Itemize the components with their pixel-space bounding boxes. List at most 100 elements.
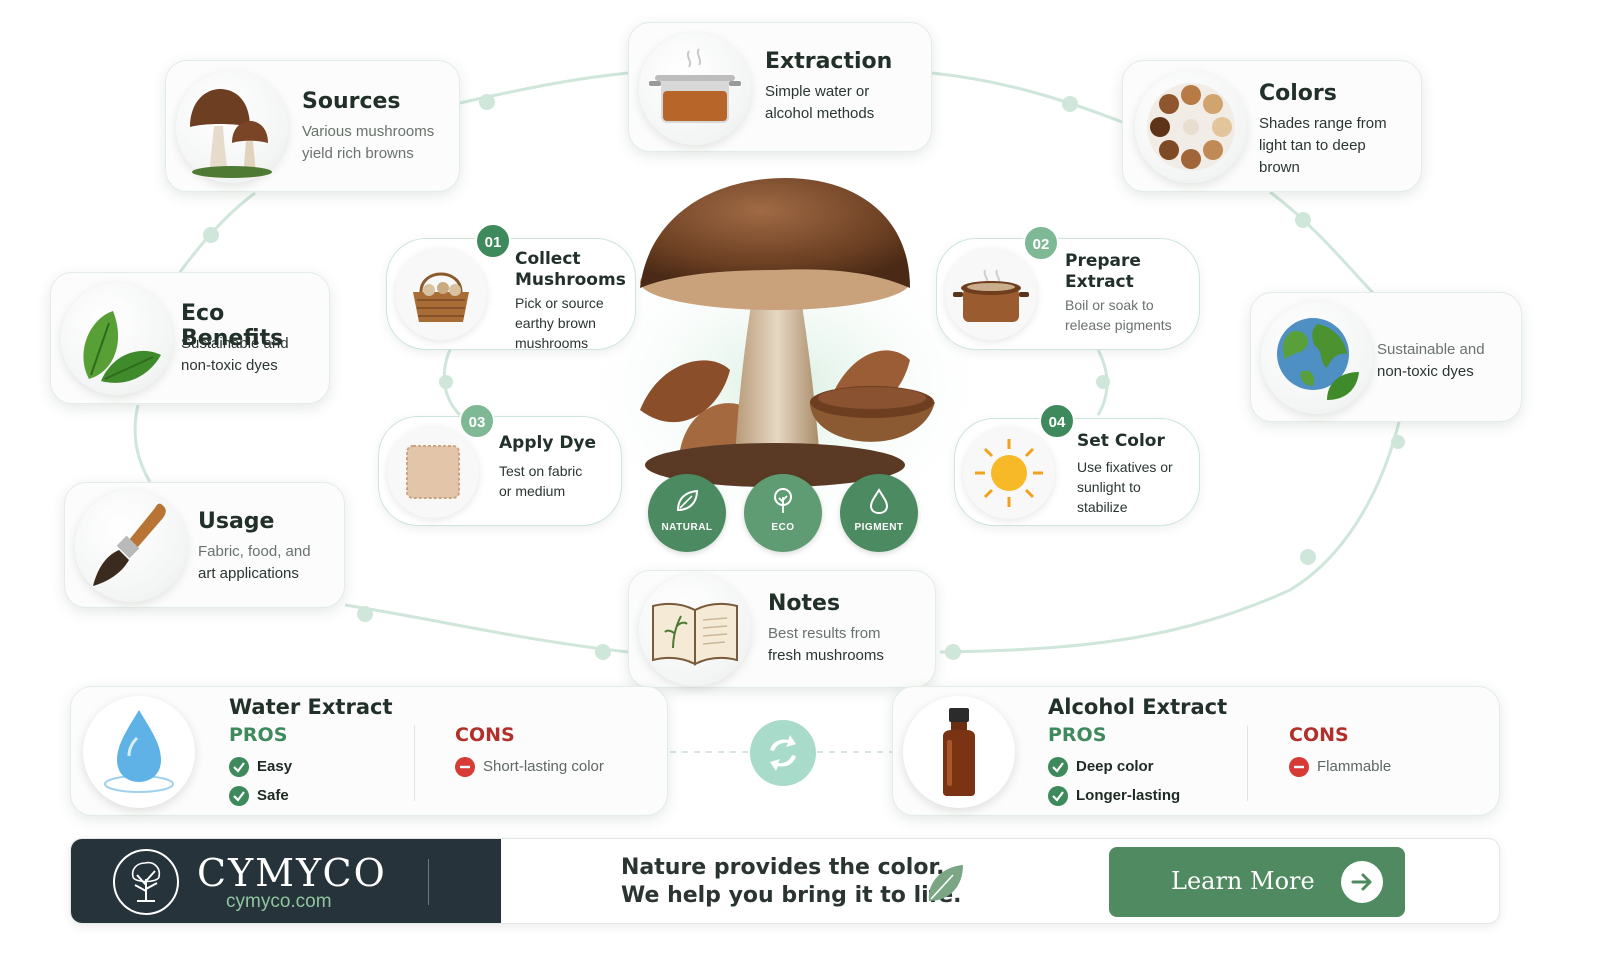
paintbrush-icon xyxy=(93,503,166,586)
step-2-title-line: Prepare xyxy=(1065,251,1141,271)
step-2-badge: 02 xyxy=(1023,225,1059,261)
eco-benefits-card: Eco Benefits Sustainable and non-toxic d… xyxy=(50,272,330,404)
sustainable-desc-line: Sustainable and xyxy=(1377,341,1485,358)
step-apply-dye: 03 Apply Dye Test on fabric or medium xyxy=(378,403,622,526)
eco-pill-label: ECO xyxy=(771,522,795,533)
step-4-desc: Use fixatives or sunlight to stabilize xyxy=(1077,457,1173,517)
footer-banner: CYMYCO cymyco.com Nature provides the co… xyxy=(70,838,1500,924)
alcohol-pro-item: Longer-lasting xyxy=(1048,785,1180,807)
alcohol-extract-title: Alcohol Extract xyxy=(1048,695,1228,719)
pigment-pill: PIGMENT xyxy=(840,474,918,552)
sources-disc xyxy=(176,71,288,183)
extraction-title: Extraction xyxy=(765,49,893,74)
eco-benefits-desc-line: non-toxic dyes xyxy=(181,357,278,374)
step-1-desc-line: mushrooms xyxy=(515,335,589,351)
water-drop-icon xyxy=(104,710,174,793)
extraction-desc: Simple water or alcohol methods xyxy=(765,81,874,125)
water-cons-label: CONS xyxy=(455,724,515,746)
step-collect-mushrooms: 01 Collect Mushrooms Pick or source eart… xyxy=(386,223,636,353)
pigment-pill-label: PIGMENT xyxy=(854,522,904,533)
step-4-desc-line: stabilize xyxy=(1077,499,1128,515)
notes-disc xyxy=(639,574,751,686)
water-pro-item: Safe xyxy=(229,785,289,807)
extraction-desc-line: Simple water or xyxy=(765,83,870,100)
step-1-title-line: Collect xyxy=(515,249,581,269)
step-3-desc: Test on fabric or medium xyxy=(499,461,582,501)
center-mushroom-illustration xyxy=(570,170,1000,530)
alcohol-extract-disc xyxy=(903,696,1015,808)
sources-desc: Various mushrooms yield rich browns xyxy=(302,121,434,165)
step-2-desc: Boil or soak to release pigments xyxy=(1065,295,1172,335)
water-con-item: Short-lasting color xyxy=(455,756,604,778)
step-3-title: Apply Dye xyxy=(499,433,596,454)
sources-card: Sources Various mushrooms yield rich bro… xyxy=(165,60,460,192)
tagline-line-1: Nature provides the color. xyxy=(621,855,945,880)
colors-desc-line: light tan to deep xyxy=(1259,137,1366,154)
usage-disc xyxy=(75,490,187,602)
book-icon xyxy=(652,602,738,666)
fabric-icon xyxy=(406,445,460,499)
alcohol-extract-panel: Alcohol Extract PROS Deep color Longer-l… xyxy=(892,686,1500,816)
step-3-title-line: Apply Dye xyxy=(499,433,597,453)
check-icon xyxy=(229,786,249,806)
water-pro-text: Easy xyxy=(257,758,293,775)
step-3-disc xyxy=(387,426,479,518)
color-palette-icon xyxy=(1147,83,1235,171)
step-4-badge: 04 xyxy=(1039,403,1075,439)
step-4-disc xyxy=(963,427,1055,519)
step-4-title-line: Set Color xyxy=(1077,431,1165,451)
step-1-desc-line: Pick or source xyxy=(515,295,604,311)
cooking-pot-icon xyxy=(649,48,741,123)
notes-desc-line: fresh mushrooms xyxy=(768,647,884,664)
alcohol-con-text: Flammable xyxy=(1317,758,1392,775)
water-extract-panel: Water Extract PROS Easy Safe CONS Short-… xyxy=(70,686,668,816)
tagline-line-2: We help you bring it to life. xyxy=(621,883,962,908)
sustainable-card: Sustainable and non-toxic dyes xyxy=(1250,292,1522,422)
step-4-desc-line: Use fixatives or xyxy=(1077,459,1173,475)
step-1-desc: Pick or source earthy brown mushrooms xyxy=(515,293,604,353)
water-pros-label: PROS xyxy=(229,724,288,746)
extraction-card: Extraction Simple water or alcohol metho… xyxy=(628,22,932,152)
check-icon xyxy=(1048,786,1068,806)
step-3-desc-line: Test on fabric xyxy=(499,463,583,479)
bottle-icon xyxy=(943,708,975,796)
alcohol-pro-item: Deep color xyxy=(1048,756,1154,778)
alcohol-con-item: Flammable xyxy=(1289,756,1391,778)
sustainable-desc: Sustainable and non-toxic dyes xyxy=(1377,339,1485,383)
colors-desc-line: brown xyxy=(1259,159,1300,176)
brand-name: CYMYCO xyxy=(197,851,387,895)
step-2-desc-line: Boil or soak to xyxy=(1065,297,1154,313)
eco-benefits-disc xyxy=(61,283,173,395)
learn-more-button[interactable]: Learn More xyxy=(1109,847,1405,917)
eco-benefits-title: Eco Benefits xyxy=(181,301,284,351)
brand-panel: CYMYCO cymyco.com xyxy=(71,839,501,923)
step-4-desc-line: sunlight to xyxy=(1077,479,1141,495)
usage-title: Usage xyxy=(198,509,275,534)
colors-title: Colors xyxy=(1259,81,1337,106)
step-3-badge: 03 xyxy=(459,403,495,439)
colors-disc xyxy=(1135,71,1247,183)
tree-logo-icon xyxy=(113,849,179,915)
learn-more-label: Learn More xyxy=(1171,867,1315,895)
water-pro-item: Easy xyxy=(229,756,292,778)
minus-icon xyxy=(1289,757,1309,777)
brand-url: cymyco.com xyxy=(226,891,332,912)
mushroom-hero-icon xyxy=(570,178,1000,530)
check-icon xyxy=(1048,757,1068,777)
extraction-disc xyxy=(639,33,751,145)
usage-card: Usage Fabric, food, and art applications xyxy=(64,482,345,608)
water-divider xyxy=(414,725,415,801)
sun-icon xyxy=(975,439,1043,507)
water-extract-disc xyxy=(83,696,195,808)
sources-desc-line: yield rich browns xyxy=(302,145,414,162)
colors-desc-line: Shades range from xyxy=(1259,115,1387,132)
check-icon xyxy=(229,757,249,777)
minus-icon xyxy=(455,757,475,777)
step-1-title: Collect Mushrooms xyxy=(515,249,626,291)
step-1-badge: 01 xyxy=(475,223,511,259)
colors-desc: Shades range from light tan to deep brow… xyxy=(1259,113,1387,179)
eco-benefits-desc: Sustainable and non-toxic dyes xyxy=(181,333,289,377)
pot-icon xyxy=(953,269,1029,322)
step-4-title: Set Color xyxy=(1077,431,1165,452)
